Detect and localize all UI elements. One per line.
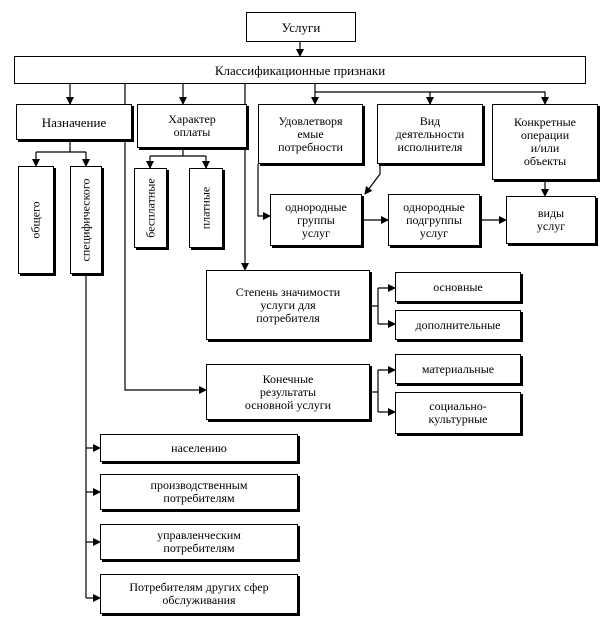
services-root-box: Услуги	[246, 12, 356, 42]
industrial-consumers-box: производственным потребителям	[100, 474, 298, 510]
satisfied-needs-box: Удовлетворя емые потребности	[258, 104, 363, 164]
final-results-box: Конечные результаты основной услуги	[206, 364, 370, 420]
specific-purpose-box: специфического	[70, 166, 102, 274]
specific-operations-box: Конкретные операции и/или объекты	[492, 104, 598, 180]
specific-purpose-label: специфического	[78, 178, 93, 262]
homogeneous-groups-box: однородные группы услуг	[270, 194, 362, 246]
paid-services-box: платные	[189, 168, 223, 248]
homogeneous-subgroups-box: однородные подгруппы услуг	[388, 194, 480, 246]
general-purpose-label: общего	[28, 201, 43, 239]
service-types-box: виды услуг	[506, 196, 596, 244]
significance-degree-box: Степень значимости услуги для потребител…	[206, 270, 370, 340]
free-services-box: бесплатные	[134, 168, 167, 248]
classification-features-box: Классификационные признаки	[14, 56, 586, 84]
additional-services-box: дополнительные	[395, 310, 521, 340]
other-sphere-consumers-box: Потребителям других сфер обслуживания	[100, 574, 298, 614]
free-services-label: бесплатные	[143, 178, 157, 238]
paid-services-label: платные	[198, 186, 213, 230]
material-results-box: материальные	[395, 354, 521, 384]
socio-cultural-results-box: социально- культурные	[395, 392, 521, 434]
general-purpose-box: общего	[18, 166, 54, 274]
performer-activity-box: Вид деятельности исполнителя	[377, 104, 483, 164]
purpose-box: Назначение	[16, 104, 132, 140]
payment-type-box: Характер оплаты	[137, 104, 247, 148]
managerial-consumers-box: управленческим потребителям	[100, 524, 298, 560]
main-services-box: основные	[395, 272, 521, 302]
population-consumers-box: населению	[100, 434, 298, 462]
